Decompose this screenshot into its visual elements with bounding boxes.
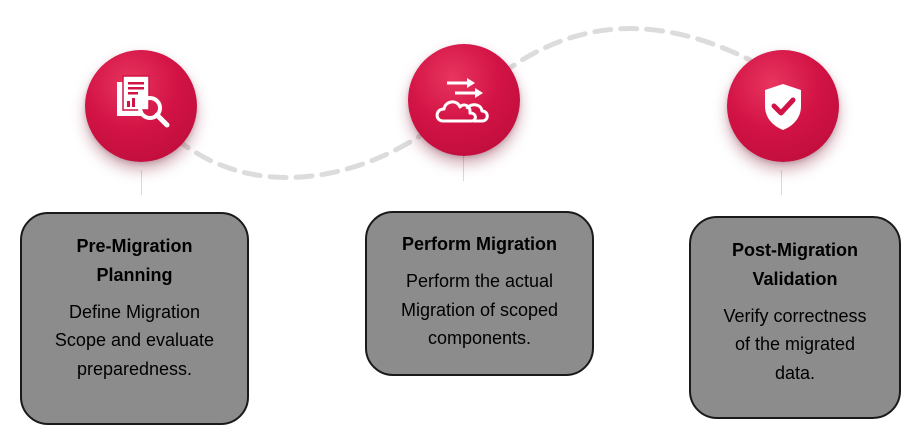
step-2-icon-circle <box>408 44 520 156</box>
step-3-card: Post-Migration Validation Verify correct… <box>689 216 901 419</box>
step-2-stem <box>463 156 464 181</box>
shield-check-icon <box>765 84 801 130</box>
step-1-description: Define Migration Scope and evaluate prep… <box>54 301 215 380</box>
step-1-card: Pre-Migration Planning Define Migration … <box>20 212 249 425</box>
step-2-card: Perform Migration Perform the actual Mig… <box>365 211 594 376</box>
step-3-stem <box>781 170 782 195</box>
step-2-title: Perform Migration <box>401 234 557 254</box>
step-2-description: Perform the actual Migration of scoped c… <box>400 270 559 349</box>
step-3-icon-circle <box>727 50 839 162</box>
step-1-icon-circle <box>85 50 197 162</box>
step-3-description: Verify correctness of the migrated data. <box>723 305 867 384</box>
cloud-transfer-icon <box>435 78 489 123</box>
document-search-icon <box>117 75 170 128</box>
step-1-stem <box>141 170 142 195</box>
step-1-title: Pre-Migration Planning <box>76 236 193 285</box>
step-3-title: Post-Migration Validation <box>732 240 858 289</box>
